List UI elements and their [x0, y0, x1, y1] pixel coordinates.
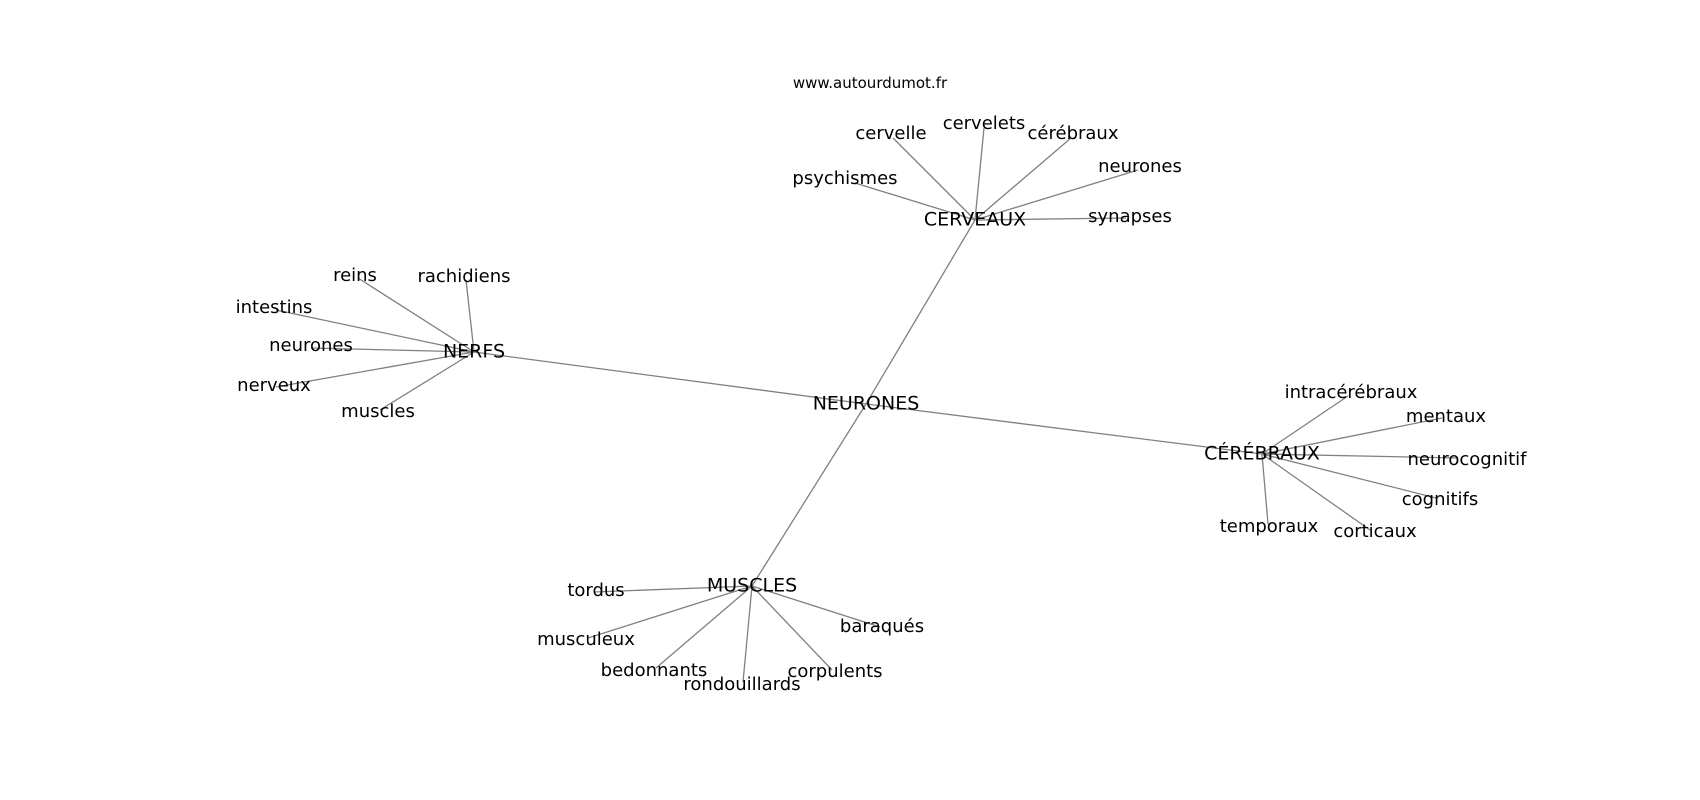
leaf-node-label: muscles [341, 401, 415, 422]
leaf-node-label: baraqués [840, 616, 924, 637]
hub-node-label: MUSCLES [707, 575, 797, 597]
edge-hub-leaf [1261, 453, 1437, 499]
hub-node-label: CÉRÉBRAUX [1204, 442, 1320, 465]
leaf-node-label: tordus [567, 580, 624, 601]
edge-hub-leaf [275, 309, 475, 353]
edge-hub-leaf [310, 347, 475, 353]
hub-node-label: CERVEAUX [924, 209, 1026, 231]
leaf-node-label: psychismes [792, 168, 897, 189]
leaf-node-label: rachidiens [417, 266, 510, 287]
center-node-label: NEURONES [813, 393, 920, 415]
source-watermark: www.autourdumot.fr [793, 74, 948, 92]
leaf-node-label: bedonnants [601, 660, 708, 681]
edge-hub-leaf [1261, 453, 1269, 525]
edge-hub-leaf [1261, 395, 1349, 455]
leaf-node-label: nerveux [237, 375, 311, 396]
leaf-node-label: corticaux [1333, 521, 1417, 542]
edge-hub-leaf [751, 585, 833, 671]
edge-hub-leaf [1261, 453, 1371, 531]
hub-node-label: NERFS [443, 341, 505, 363]
leaf-node-label: cérébraux [1028, 123, 1119, 144]
leaf-node-label: neurocognitif [1407, 449, 1527, 470]
edge-hub-leaf [854, 182, 976, 221]
edge-hub-leaf [974, 217, 1127, 221]
edge-hub-leaf [465, 279, 475, 353]
leaf-node-label: synapses [1088, 206, 1172, 227]
edge-hub-leaf [655, 585, 753, 669]
leaf-node-label: neurones [269, 335, 353, 356]
edge-hub-leaf [1261, 417, 1443, 455]
leaf-node-label: intestins [236, 297, 313, 318]
leaf-node-label: musculeux [537, 629, 635, 650]
leaf-node-label: temporaux [1220, 516, 1319, 537]
leaf-node-label: reins [333, 265, 377, 286]
leaf-node-label: neurones [1098, 156, 1182, 177]
edge-center-hub [865, 219, 976, 405]
leaf-node-label: cervelets [943, 113, 1026, 134]
edges-layer [275, 127, 1459, 683]
leaf-node-label: rondouillards [683, 674, 800, 695]
leaf-node-label: intracérébraux [1285, 382, 1418, 403]
edge-hub-leaf [892, 137, 976, 221]
edge-hub-leaf [275, 351, 475, 388]
edge-center-hub [473, 351, 867, 405]
leaf-node-label: mentaux [1406, 406, 1487, 427]
edge-hub-leaf [974, 169, 1139, 221]
edge-hub-leaf [379, 351, 475, 411]
edge-hub-leaf [587, 585, 753, 639]
edge-hub-leaf [974, 127, 985, 221]
leaf-node-label: corpulents [787, 661, 882, 682]
edge-hub-leaf [357, 277, 475, 353]
edge-hub-leaf [1261, 453, 1459, 459]
edge-center-hub [751, 403, 867, 587]
edge-hub-leaf [593, 585, 753, 593]
edge-hub-leaf [974, 137, 1072, 221]
edge-center-hub [865, 403, 1263, 455]
edge-hub-leaf [742, 585, 753, 683]
leaf-node-label: cognitifs [1402, 489, 1479, 510]
leaf-node-label: cervelle [855, 123, 926, 144]
edge-hub-leaf [751, 585, 881, 628]
